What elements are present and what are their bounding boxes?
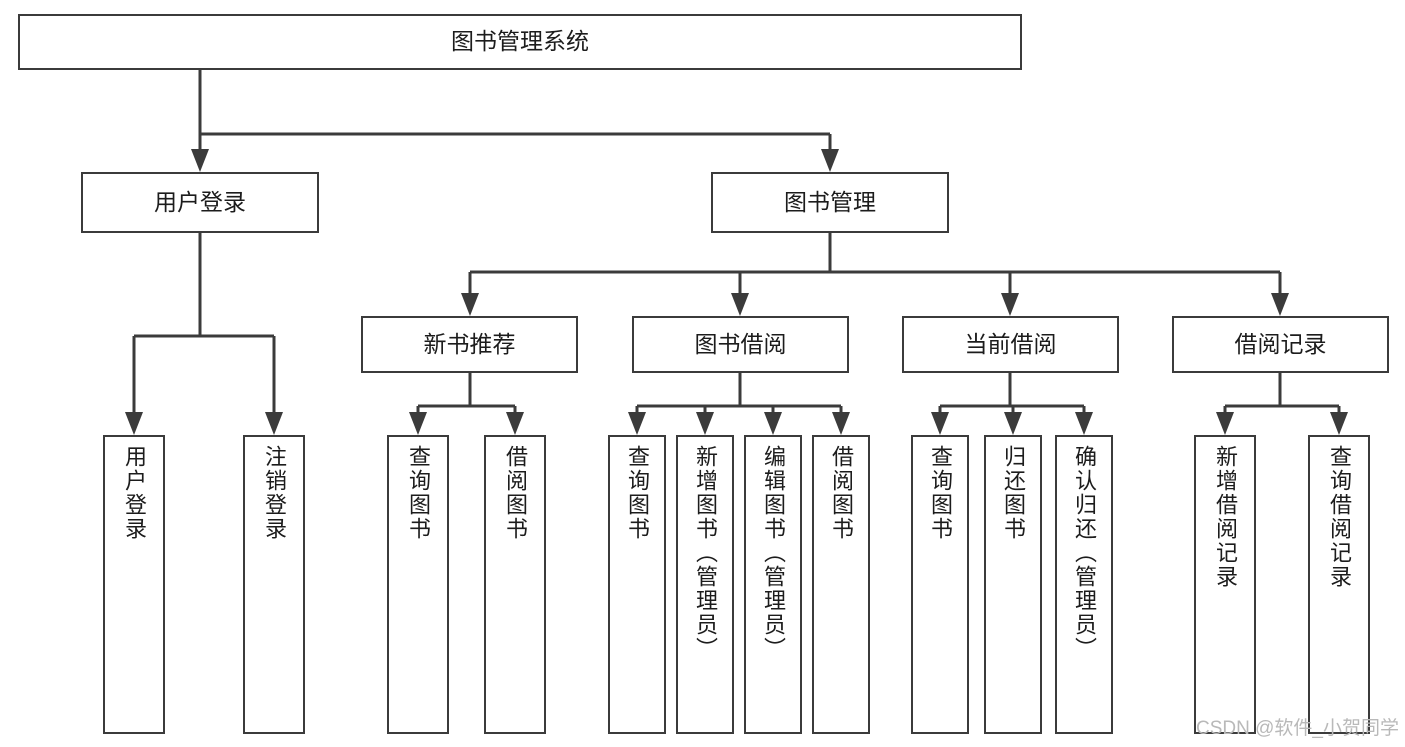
node-label-leaf-query-books-current: 查询图书 (928, 445, 953, 541)
edge-book-management-to-level3-arrow-1 (731, 293, 749, 316)
node-leaf-query-borrow-record: 查询借阅记录 (1308, 435, 1370, 734)
node-label-book-borrow: 图书借阅 (694, 330, 787, 357)
node-leaf-query-books-borrow: 查询图书 (608, 435, 666, 734)
node-leaf-return-book: 归还图书 (984, 435, 1042, 734)
node-current-borrow: 当前借阅 (902, 316, 1119, 373)
edge-current-borrow-to-leaves-arrow-1 (1004, 412, 1022, 435)
node-label-new-book-recommend: 新书推荐 (423, 330, 516, 357)
node-leaf-add-book: 新增图书（管理员） (676, 435, 734, 734)
edge-book-management-to-level3-arrow-0 (461, 293, 479, 316)
node-book-management: 图书管理 (711, 172, 949, 233)
node-label-borrow-records: 借阅记录 (1234, 330, 1327, 357)
node-label-leaf-user-login: 用户登录 (122, 445, 147, 541)
edge-current-borrow-to-leaves-arrow-0 (931, 412, 949, 435)
edge-new-book-recommend-to-leaves-arrow-1 (506, 412, 524, 435)
edge-root-to-level2-arrow-1 (821, 149, 839, 172)
node-leaf-add-borrow-record: 新增借阅记录 (1194, 435, 1256, 734)
node-label-current-borrow: 当前借阅 (964, 330, 1057, 357)
node-label-root: 图书管理系统 (451, 28, 589, 55)
edge-root-to-level2-arrow-0 (191, 149, 209, 172)
node-leaf-user-login: 用户登录 (103, 435, 165, 734)
edge-new-book-recommend-to-leaves-arrow-0 (409, 412, 427, 435)
node-leaf-logout: 注销登录 (243, 435, 305, 734)
node-label-leaf-query-books-borrow: 查询图书 (625, 445, 650, 541)
node-leaf-query-books-current: 查询图书 (911, 435, 969, 734)
node-leaf-borrow-book: 借阅图书 (812, 435, 870, 734)
node-borrow-records: 借阅记录 (1172, 316, 1389, 373)
node-label-leaf-confirm-return: 确认归还（管理员） (1072, 445, 1097, 661)
node-leaf-edit-book: 编辑图书（管理员） (744, 435, 802, 734)
node-label-leaf-logout: 注销登录 (262, 445, 287, 541)
edge-book-borrow-to-leaves-arrow-2 (764, 412, 782, 435)
node-root: 图书管理系统 (18, 14, 1022, 70)
node-label-leaf-borrow-book: 借阅图书 (829, 445, 854, 541)
node-label-user-login: 用户登录 (154, 188, 246, 215)
node-book-borrow: 图书借阅 (632, 316, 849, 373)
csdn-watermark: CSDN @软件_小贺同学 (1196, 718, 1399, 739)
node-label-leaf-edit-book: 编辑图书（管理员） (761, 445, 786, 661)
node-leaf-query-books-recommend: 查询图书 (387, 435, 449, 734)
edge-book-management-to-level3-arrow-3 (1271, 293, 1289, 316)
node-label-leaf-add-borrow-record: 新增借阅记录 (1213, 445, 1238, 589)
edge-borrow-records-to-leaves-arrow-0 (1216, 412, 1234, 435)
edge-book-borrow-to-leaves-arrow-0 (628, 412, 646, 435)
node-label-leaf-return-book: 归还图书 (1001, 445, 1026, 541)
node-label-leaf-borrow-books-recommend: 借阅图书 (503, 445, 528, 541)
node-label-book-management: 图书管理 (784, 188, 876, 215)
edge-book-borrow-to-leaves-arrow-3 (832, 412, 850, 435)
node-leaf-borrow-books-recommend: 借阅图书 (484, 435, 546, 734)
node-label-leaf-add-book: 新增图书（管理员） (693, 445, 718, 661)
edge-user-login-to-leaves-arrow-1 (265, 412, 283, 435)
edge-user-login-to-leaves-arrow-0 (125, 412, 143, 435)
edge-book-management-to-level3-arrow-2 (1001, 293, 1019, 316)
node-label-leaf-query-borrow-record: 查询借阅记录 (1327, 445, 1352, 589)
edge-current-borrow-to-leaves-arrow-2 (1075, 412, 1093, 435)
node-label-leaf-query-books-recommend: 查询图书 (406, 445, 431, 541)
node-user-login: 用户登录 (81, 172, 319, 233)
node-new-book-recommend: 新书推荐 (361, 316, 578, 373)
edge-book-borrow-to-leaves-arrow-1 (696, 412, 714, 435)
edge-borrow-records-to-leaves-arrow-1 (1330, 412, 1348, 435)
node-leaf-confirm-return: 确认归还（管理员） (1055, 435, 1113, 734)
